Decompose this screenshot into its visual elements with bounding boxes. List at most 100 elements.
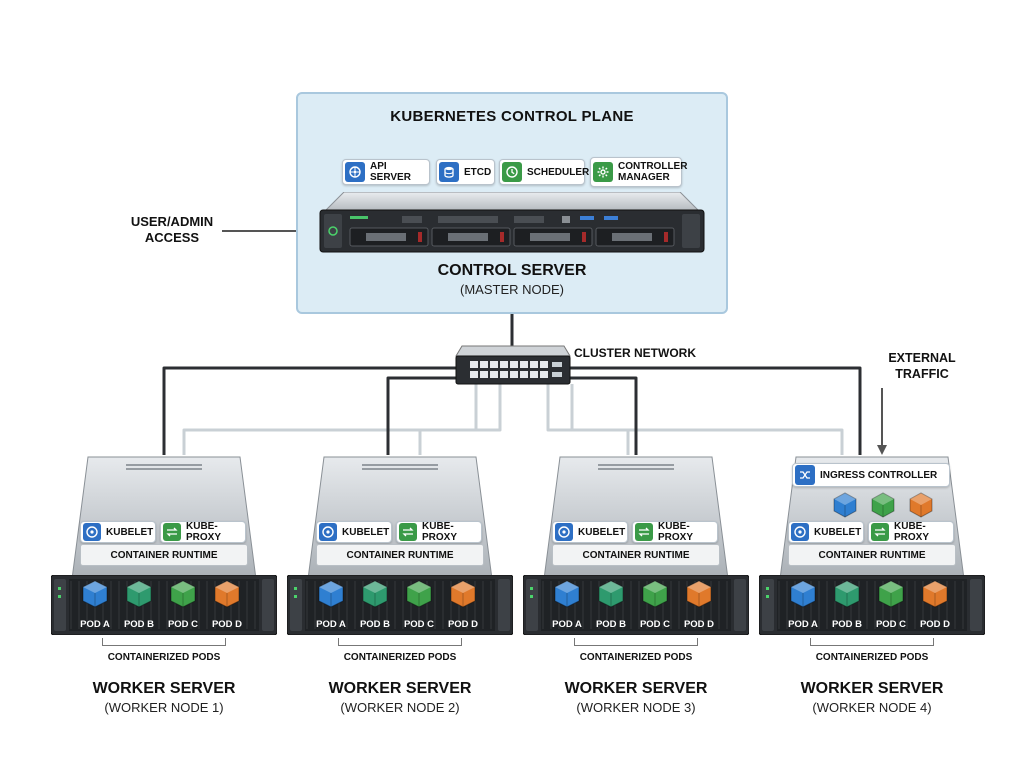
kubelet-label: KUBELET xyxy=(342,526,390,538)
controller-manager-label: CONTROLLER MANAGER xyxy=(618,161,687,183)
pod-label: POD C xyxy=(403,619,435,630)
pod-cube-icon xyxy=(450,580,476,608)
pod-cube-icon xyxy=(834,580,860,608)
pod-cube-icon xyxy=(82,580,108,608)
external-line2: TRAFFIC xyxy=(895,367,949,381)
kubelet-chip: KUBELET xyxy=(80,521,156,543)
ingress-pod-cube-icon xyxy=(871,492,895,518)
pod-cube-icon xyxy=(214,580,240,608)
pod-cube-icon xyxy=(598,580,624,608)
containerized-pods-caption: CONTAINERIZED PODS xyxy=(815,652,929,663)
containerized-pods-caption: CONTAINERIZED PODS xyxy=(579,652,693,663)
network-switch xyxy=(455,345,571,385)
pod-label: POD C xyxy=(167,619,199,630)
kubelet-label: KUBELET xyxy=(578,526,626,538)
container-runtime-bar: CONTAINER RUNTIME xyxy=(80,544,248,566)
control-server-subtitle: (MASTER NODE) xyxy=(460,282,564,297)
swap-arrows-icon xyxy=(399,523,417,541)
swap-arrows-icon xyxy=(871,523,889,541)
kube-proxy-chip: KUBE-PROXY xyxy=(396,521,482,543)
pod-cube-icon xyxy=(686,580,712,608)
pod-label: POD D xyxy=(683,619,715,630)
pod-label: POD C xyxy=(875,619,907,630)
worker-rack xyxy=(287,575,513,635)
pod-cube-icon xyxy=(362,580,388,608)
pod-cube-icon xyxy=(406,580,432,608)
pod-cube-icon xyxy=(878,580,904,608)
kube-proxy-chip: KUBE-PROXY xyxy=(160,521,246,543)
kubernetes-icon xyxy=(345,162,365,182)
containerized-pods-bracket xyxy=(810,638,934,646)
kubernetes-icon xyxy=(555,523,573,541)
kubelet-label: KUBELET xyxy=(814,526,862,538)
kube-proxy-label: KUBE-PROXY xyxy=(422,521,458,543)
external-line1: EXTERNAL xyxy=(888,351,956,365)
kubelet-label: KUBELET xyxy=(106,526,154,538)
pod-label: POD D xyxy=(447,619,479,630)
database-icon xyxy=(439,162,459,182)
pod-label: POD B xyxy=(595,619,627,630)
worker-rack xyxy=(759,575,985,635)
controller-manager-chip: CONTROLLER MANAGER xyxy=(590,157,687,187)
etcd-chip: ETCD xyxy=(436,159,495,185)
swap-arrows-icon xyxy=(635,523,653,541)
pod-label: POD C xyxy=(639,619,671,630)
worker-server-subtitle: (WORKER NODE 1) xyxy=(104,700,224,715)
worker-server-subtitle: (WORKER NODE 2) xyxy=(340,700,460,715)
worker-server-title: WORKER SERVER xyxy=(328,680,472,697)
cluster-network-label: CLUSTER NETWORK xyxy=(574,346,696,360)
api-server-label: API SERVER xyxy=(370,161,411,183)
container-runtime-bar: CONTAINER RUNTIME xyxy=(552,544,720,566)
controller-manager-line2: MANAGER xyxy=(618,172,670,183)
etcd-label: ETCD xyxy=(464,166,492,178)
kubernetes-icon xyxy=(319,523,337,541)
kube-proxy-chip: KUBE-PROXY xyxy=(632,521,718,543)
clock-icon xyxy=(502,162,522,182)
kubelet-chip: KUBELET xyxy=(552,521,628,543)
user-admin-line2: ACCESS xyxy=(144,230,200,245)
worker-server-title: WORKER SERVER xyxy=(564,680,708,697)
pod-label: POD D xyxy=(919,619,951,630)
shuffle-icon xyxy=(795,465,815,485)
scheduler-label: SCHEDULER xyxy=(527,166,590,178)
ingress-pod-cube-icon xyxy=(909,492,933,518)
ingress-controller-label: INGRESS CONTROLLER xyxy=(820,469,938,481)
swap-arrows-icon xyxy=(163,523,181,541)
pod-label: POD A xyxy=(80,619,110,630)
containerized-pods-caption: CONTAINERIZED PODS xyxy=(343,652,457,663)
worker-rack xyxy=(51,575,277,635)
pod-label: POD A xyxy=(788,619,818,630)
kubelet-chip: KUBELET xyxy=(316,521,392,543)
pod-label: POD A xyxy=(316,619,346,630)
ingress-controller-chip: INGRESS CONTROLLER xyxy=(792,463,950,487)
container-runtime-bar: CONTAINER RUNTIME xyxy=(788,544,956,566)
pod-cube-icon xyxy=(318,580,344,608)
pod-cube-icon xyxy=(554,580,580,608)
ingress-pod-cube-icon xyxy=(833,492,857,518)
kubernetes-icon xyxy=(791,523,809,541)
pod-cube-icon xyxy=(642,580,668,608)
kube-proxy-chip: KUBE-PROXY xyxy=(868,521,954,543)
pod-cube-icon xyxy=(790,580,816,608)
containerized-pods-caption: CONTAINERIZED PODS xyxy=(107,652,221,663)
containerized-pods-bracket xyxy=(338,638,462,646)
control-server-rack xyxy=(319,192,705,253)
api-server-chip: API SERVER xyxy=(342,159,430,185)
worker-rack xyxy=(523,575,749,635)
control-plane-title: KUBERNETES CONTROL PLANE xyxy=(390,108,634,125)
pod-label: POD B xyxy=(831,619,863,630)
kube-proxy-label: KUBE-PROXY xyxy=(658,521,694,543)
pod-cube-icon xyxy=(170,580,196,608)
pod-label: POD A xyxy=(552,619,582,630)
worker-server-title: WORKER SERVER xyxy=(800,680,944,697)
user-admin-access-label: USER/ADMIN ACCESS xyxy=(112,214,232,246)
kubelet-chip: KUBELET xyxy=(788,521,864,543)
pod-label: POD B xyxy=(123,619,155,630)
pod-label: POD B xyxy=(359,619,391,630)
pod-cube-icon xyxy=(126,580,152,608)
control-server-title: CONTROL SERVER xyxy=(437,262,587,279)
kubernetes-icon xyxy=(83,523,101,541)
external-traffic-label: EXTERNAL TRAFFIC xyxy=(872,350,972,382)
kube-proxy-label: KUBE-PROXY xyxy=(186,521,222,543)
containerized-pods-bracket xyxy=(102,638,226,646)
